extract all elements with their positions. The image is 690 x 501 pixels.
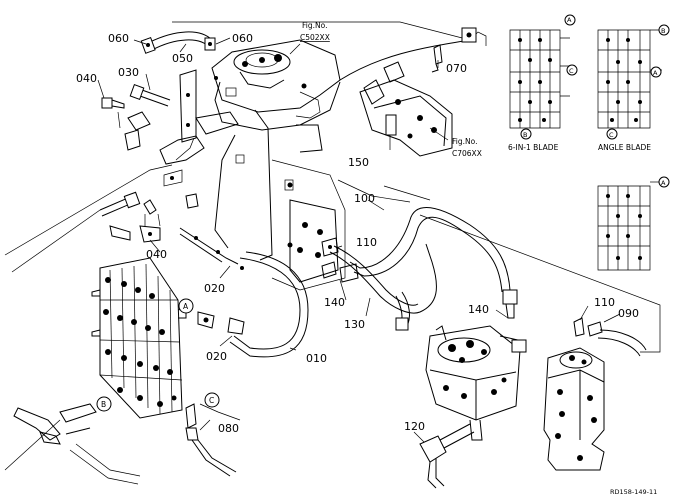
inset-marker-2: B xyxy=(661,27,665,35)
part-label-060b: 060 xyxy=(232,32,253,45)
part-label-140a: 140 xyxy=(324,296,345,309)
part-label-100: 100 xyxy=(354,192,375,205)
part-label-020b: 020 xyxy=(206,350,227,363)
inset-marker-3: C xyxy=(569,67,574,75)
fig-ref-2-title: Fig.No. xyxy=(452,137,477,146)
control-valve-bank xyxy=(91,257,187,419)
inset-6in1-blade xyxy=(509,29,574,129)
part-label-050: 050 xyxy=(172,52,193,65)
part-label-040a: 040 xyxy=(76,72,97,85)
fittings-left-upper xyxy=(124,111,239,209)
mid-valve-block xyxy=(359,61,453,157)
part-label-150: 150 xyxy=(348,156,369,169)
bolt-040a xyxy=(101,97,125,129)
inset-marker-6: C xyxy=(609,131,614,139)
lever-handles xyxy=(13,403,141,485)
hose-010 xyxy=(179,227,309,358)
inset-marker-7: A xyxy=(661,179,666,187)
port-label-a: A xyxy=(183,302,189,311)
part-label-030: 030 xyxy=(118,66,139,79)
leader-lines xyxy=(97,37,621,443)
port-label-b: B xyxy=(101,400,106,409)
part-label-080: 080 xyxy=(218,422,239,435)
hose-090 xyxy=(419,214,661,357)
pipe-left-long xyxy=(4,164,173,471)
hose-050 xyxy=(140,31,216,54)
inset-markers xyxy=(520,14,670,188)
fig-ref-1-number: C502XX xyxy=(300,33,330,42)
pump-assembly xyxy=(179,39,341,153)
fig-ref-1-title: Fig.No. xyxy=(302,21,327,30)
part-label-120: 120 xyxy=(404,420,425,433)
port-letters: A B C xyxy=(101,302,214,409)
fitting-020b xyxy=(197,311,245,335)
part-number-labels: 060 050 060 030 040 070 150 100 110 040 … xyxy=(76,32,639,435)
part-label-090: 090 xyxy=(618,307,639,320)
part-label-140b: 140 xyxy=(468,303,489,316)
inset-marker-5: B xyxy=(523,131,527,139)
hose-upper-long xyxy=(172,21,487,81)
fitting-120 xyxy=(419,423,475,489)
bolt-030 xyxy=(129,84,171,107)
drawing-id: RD158-149-11 xyxy=(610,488,657,496)
part-label-020a: 020 xyxy=(204,282,225,295)
frame-bracket xyxy=(214,109,346,291)
inset-third xyxy=(597,181,662,271)
inset-labels: 6-IN-1 BLADE ANGLE BLADE A B C A B C A xyxy=(508,16,666,187)
inset-caption-angle: ANGLE BLADE xyxy=(598,143,651,152)
hose-100 xyxy=(337,179,518,319)
fittings-110a-140a xyxy=(321,237,359,283)
inset-marker-4: A xyxy=(653,69,658,77)
fig-ref-2-number: C706XX xyxy=(452,149,482,158)
valve-right xyxy=(543,317,605,471)
part-label-010: 010 xyxy=(306,352,327,365)
hose-130 xyxy=(329,243,437,331)
part-label-070: 070 xyxy=(446,62,467,75)
port-label-c: C xyxy=(209,396,214,405)
part-label-110a: 110 xyxy=(356,236,377,249)
inset-angle-blade xyxy=(597,29,662,129)
part-label-060a: 060 xyxy=(108,32,129,45)
port-callouts xyxy=(96,298,220,412)
fitting-080 xyxy=(185,403,241,477)
part-label-110b: 110 xyxy=(594,296,615,309)
inset-caption-6in1: 6-IN-1 BLADE xyxy=(508,143,559,152)
pump-lower xyxy=(425,325,527,441)
part-label-040b: 040 xyxy=(146,248,167,261)
fittings-040b xyxy=(109,199,161,243)
inset-marker-1: A xyxy=(567,16,572,24)
figure-references: Fig.No. C502XX Fig.No. C706XX xyxy=(300,21,482,158)
part-label-130: 130 xyxy=(344,318,365,331)
